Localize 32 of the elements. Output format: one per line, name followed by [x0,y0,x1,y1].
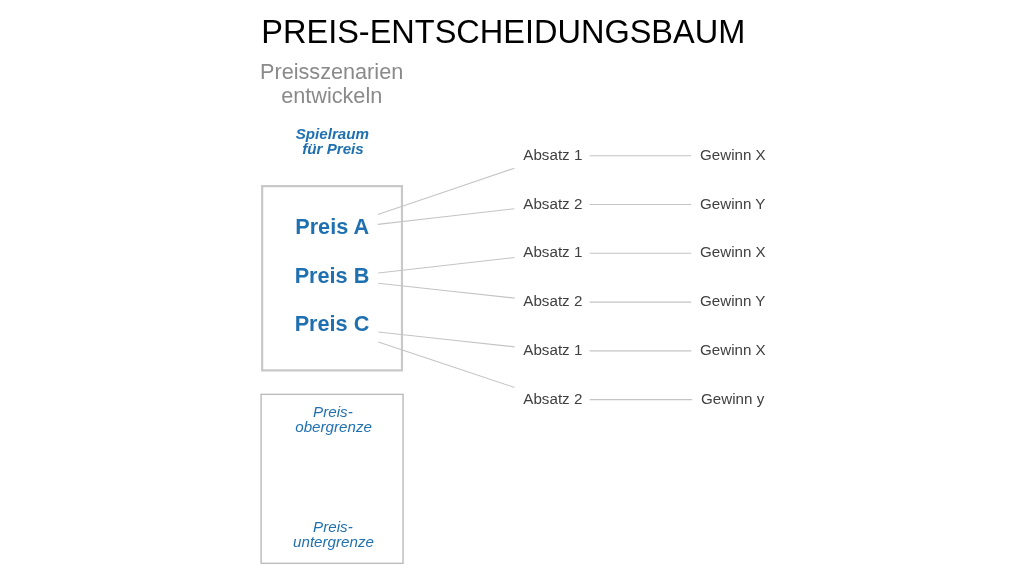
node-text: Absatz 2 [522,194,582,212]
node-box: Preis- obergrenze Preis- untergrenze [260,393,404,564]
node-text: Preis C [294,311,369,337]
connector [588,155,692,157]
connector [588,350,692,352]
connector [377,256,515,274]
connector [376,167,515,215]
connector [377,341,515,389]
node-text: Absatz 2 [522,389,582,407]
connector [376,208,515,225]
node-text: Gewinn y [700,389,764,407]
node-text: Gewinn X [699,340,766,358]
node-text: Gewinn Y [699,194,765,212]
connector [588,399,693,401]
node-text: Absatz 1 [522,145,582,163]
connector [588,252,692,254]
node-text: Preis B [294,262,369,288]
node-text: Absatz 2 [522,292,582,310]
diagram-title: PREIS-ENTSCHEIDUNGSBAUM [260,14,745,51]
node-text: Absatz 1 [522,340,582,358]
node-text: Gewinn X [699,243,766,261]
node-text: Absatz 1 [522,243,582,261]
connector [588,301,692,303]
node-text: Gewinn X [699,145,766,163]
connector [377,282,515,299]
cluster [260,185,403,372]
connector [377,331,515,348]
node-text: Gewinn Y [699,292,765,310]
node-text: Preis A [294,213,369,239]
connector [588,204,692,206]
label: Spielraum für Preis [295,124,369,157]
label: Preisszenarien entwickeln [259,58,403,108]
